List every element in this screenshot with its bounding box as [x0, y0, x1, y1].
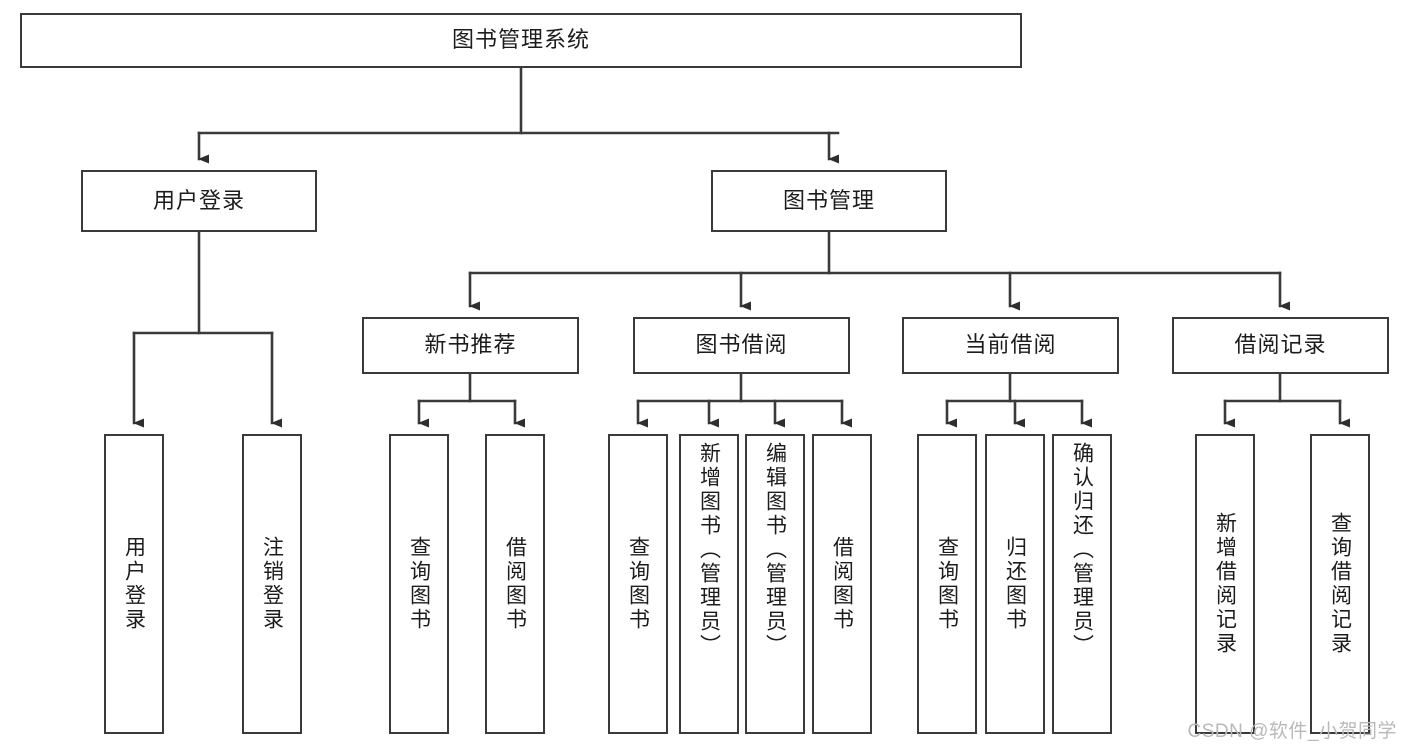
node-borrow-record-label: 借阅记录 [1234, 332, 1327, 358]
leaf-query-borrow-record[interactable]: 查询借阅记录 [1310, 434, 1370, 734]
node-current-borrow-label: 当前借阅 [964, 332, 1057, 358]
leaf-query-book-recommend[interactable]: 查询图书 [389, 434, 449, 734]
leaf-confirm-return-admin[interactable]: 确认归还（管理员） [1052, 434, 1112, 734]
node-root-label: 图书管理系统 [451, 27, 590, 53]
leaf-user-login-label: 用户登录 [122, 536, 146, 632]
leaf-borrow-book[interactable]: 借阅图书 [812, 434, 872, 734]
node-root[interactable]: 图书管理系统 [20, 13, 1022, 68]
leaf-query-book-borrow[interactable]: 查询图书 [608, 434, 668, 734]
leaf-return-book-label: 归还图书 [1003, 536, 1027, 632]
leaf-logout-label: 注销登录 [260, 536, 284, 632]
leaf-edit-book-admin-label: 编辑图书（管理员） [763, 442, 787, 658]
node-book-management[interactable]: 图书管理 [711, 170, 947, 232]
node-user-login-label: 用户登录 [152, 187, 245, 213]
node-user-login[interactable]: 用户登录 [81, 170, 317, 232]
leaf-query-book-current-label: 查询图书 [935, 536, 959, 632]
leaf-edit-book-admin[interactable]: 编辑图书（管理员） [745, 434, 805, 734]
leaf-add-borrow-record[interactable]: 新增借阅记录 [1195, 434, 1255, 734]
leaf-query-book-current[interactable]: 查询图书 [917, 434, 977, 734]
node-book-borrow-label: 图书借阅 [695, 332, 788, 358]
leaf-borrow-book-recommend[interactable]: 借阅图书 [485, 434, 545, 734]
node-new-book-recommend-label: 新书推荐 [424, 332, 517, 358]
node-borrow-record[interactable]: 借阅记录 [1172, 317, 1389, 374]
leaf-add-book-admin[interactable]: 新增图书（管理员） [679, 434, 739, 734]
leaf-borrow-book-label: 借阅图书 [830, 536, 854, 632]
csdn-watermark: CSDN @软件_小贺同学 [1187, 721, 1397, 742]
leaf-query-borrow-record-label: 查询借阅记录 [1328, 512, 1352, 656]
node-new-book-recommend[interactable]: 新书推荐 [362, 317, 579, 374]
node-book-management-label: 图书管理 [782, 187, 875, 213]
leaf-query-book-borrow-label: 查询图书 [626, 536, 650, 632]
leaf-borrow-book-recommend-label: 借阅图书 [503, 536, 527, 632]
leaf-query-book-recommend-label: 查询图书 [407, 536, 431, 632]
leaf-user-login[interactable]: 用户登录 [104, 434, 164, 734]
node-current-borrow[interactable]: 当前借阅 [902, 317, 1119, 374]
leaf-add-borrow-record-label: 新增借阅记录 [1213, 512, 1237, 656]
leaf-confirm-return-admin-label: 确认归还（管理员） [1070, 442, 1094, 658]
leaf-add-book-admin-label: 新增图书（管理员） [697, 442, 721, 658]
node-book-borrow[interactable]: 图书借阅 [633, 317, 850, 374]
leaf-logout[interactable]: 注销登录 [242, 434, 302, 734]
leaf-return-book[interactable]: 归还图书 [985, 434, 1045, 734]
